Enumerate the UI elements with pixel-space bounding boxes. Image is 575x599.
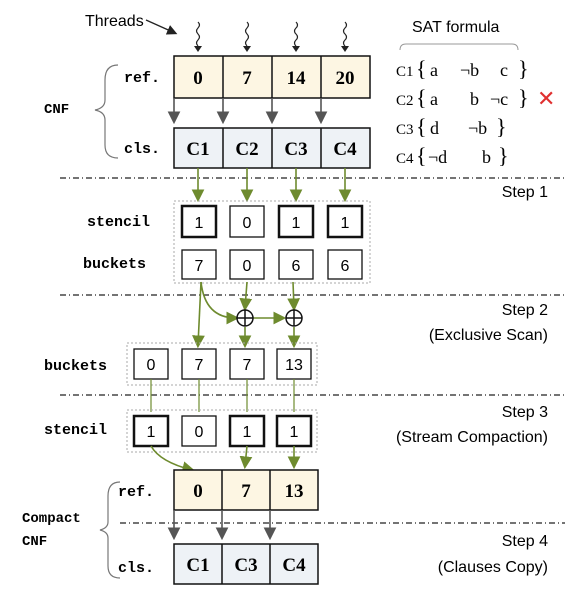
compact-ref-to-cls-arrows xyxy=(167,510,277,541)
stencil-cell: 1 xyxy=(341,215,350,232)
scan-cell: 0 xyxy=(147,357,156,374)
sat-literal: ¬b xyxy=(468,118,487,138)
sat-clause-name: C3 xyxy=(396,122,414,138)
ref-label: ref. xyxy=(124,70,160,87)
buckets-cell: 7 xyxy=(195,258,204,275)
stencil-cell: 1 xyxy=(292,215,301,232)
stencil-cell: 1 xyxy=(147,424,156,441)
sat-literal: b xyxy=(482,147,491,167)
cnf-cls-cell: C4 xyxy=(333,139,357,160)
step3-label: Step 3 xyxy=(502,404,548,421)
compact-ref-row: 0 7 13 xyxy=(173,469,319,511)
sat-literal: a xyxy=(430,89,438,109)
scan-cell: 13 xyxy=(285,357,303,374)
svg-text:}: } xyxy=(496,114,507,139)
compact-cls-cell: C3 xyxy=(234,555,257,576)
sat-literal: ¬b xyxy=(460,60,479,80)
thread-arrowheads xyxy=(194,46,349,52)
sat-clause-name: C2 xyxy=(396,93,414,109)
scan-arrows xyxy=(192,281,301,349)
cnf-label: CNF xyxy=(44,102,69,118)
sat-literal: c xyxy=(500,60,508,80)
cnf-cls-cell: C2 xyxy=(235,139,258,160)
sat-literal: b xyxy=(470,89,479,109)
compact-ref-cell: 0 xyxy=(193,481,203,502)
ref-to-cls-arrows xyxy=(167,98,328,125)
plus-operators xyxy=(236,309,303,327)
threads-pointer xyxy=(145,19,178,35)
compact-cls-cell: C4 xyxy=(282,555,306,576)
svg-text:{: { xyxy=(416,85,427,110)
sat-literal: a xyxy=(430,60,438,80)
buckets-cell: 6 xyxy=(341,258,350,275)
stencil-label: stencil xyxy=(87,214,150,231)
svg-text:{: { xyxy=(416,114,427,139)
cnf-cls-row: C1 C2 C3 C4 xyxy=(173,127,371,169)
cnf-ref-cell: 20 xyxy=(336,68,355,89)
sat-clause-name: C4 xyxy=(396,151,414,167)
sat-literal: ¬c xyxy=(490,89,508,109)
stencil-cell: 1 xyxy=(290,424,299,441)
sat-literal: ¬d xyxy=(428,147,447,167)
sat-clauses: C1 { a ¬b c } C2 { a b ¬c } ✕ C3 { d ¬b … xyxy=(396,56,555,168)
svg-text:}: } xyxy=(518,56,529,81)
cnf-ref-cell: 7 xyxy=(242,68,252,89)
scan-cell: 7 xyxy=(195,357,204,374)
step2-label: Step 2 xyxy=(502,302,548,319)
cnf-cls-cell: C3 xyxy=(284,139,307,160)
step1-label: Step 1 xyxy=(502,184,548,201)
cnf-ref-cell: 14 xyxy=(287,68,307,89)
stencil-cell: 0 xyxy=(243,215,252,232)
compact-ref-cell: 13 xyxy=(285,481,304,502)
stencil-cell: 1 xyxy=(195,215,204,232)
step2-buckets-row: 0 7 7 13 xyxy=(133,348,312,380)
buckets-label: buckets xyxy=(83,256,146,273)
reject-icon: ✕ xyxy=(537,86,555,111)
compaction-arrows xyxy=(150,445,301,474)
step1-buckets-row: 7 0 6 6 xyxy=(181,249,363,280)
compact-ref-label: ref. xyxy=(118,484,154,501)
stencil-cell: 1 xyxy=(243,424,252,441)
sat-brace xyxy=(399,43,519,51)
step3-stencil-row: 1 0 1 1 xyxy=(132,414,313,448)
stencil-cell: 0 xyxy=(195,424,204,441)
cnf-cls-cell: C1 xyxy=(186,139,209,160)
scan-to-stencil-lines xyxy=(150,379,295,412)
svg-text:{: { xyxy=(416,56,427,81)
compact-label: Compact xyxy=(22,511,81,527)
sat-literal: d xyxy=(430,118,439,138)
sat-clause-name: C1 xyxy=(396,64,414,80)
svg-text:}: } xyxy=(518,85,529,110)
compact-cls-label: cls. xyxy=(118,560,154,577)
buckets-cell: 6 xyxy=(292,258,301,275)
buckets-label-step2: buckets xyxy=(44,358,107,375)
step1-group xyxy=(173,200,371,284)
compact-cnf-label: CNF xyxy=(22,534,47,550)
scan-cell: 7 xyxy=(243,357,252,374)
cls-label: cls. xyxy=(124,141,160,158)
step3-sub: (Stream Compaction) xyxy=(396,429,548,446)
step4-label: Step 4 xyxy=(502,533,548,550)
buckets-cell: 0 xyxy=(243,258,252,275)
cnf-brace xyxy=(94,64,119,159)
step4-sub: (Clauses Copy) xyxy=(438,559,548,576)
svg-text:}: } xyxy=(498,143,509,168)
cls-to-stencil-arrows xyxy=(191,168,352,203)
step1-stencil-row: 1 0 1 1 xyxy=(180,204,364,239)
thread-squiggles xyxy=(195,21,348,47)
cnf-ref-row: 0 7 14 20 xyxy=(173,55,371,99)
compact-ref-cell: 7 xyxy=(241,481,251,502)
threads-label: Threads xyxy=(85,13,144,30)
cnf-ref-cell: 0 xyxy=(193,68,203,89)
svg-text:{: { xyxy=(416,143,427,168)
stencil-label-step3: stencil xyxy=(44,422,107,439)
step2-sub: (Exclusive Scan) xyxy=(429,327,548,344)
sat-formula-title: SAT formula xyxy=(412,19,500,36)
compact-cls-cell: C1 xyxy=(186,555,209,576)
compact-brace xyxy=(99,481,121,579)
compact-cls-row: C1 C3 C4 xyxy=(173,543,319,585)
